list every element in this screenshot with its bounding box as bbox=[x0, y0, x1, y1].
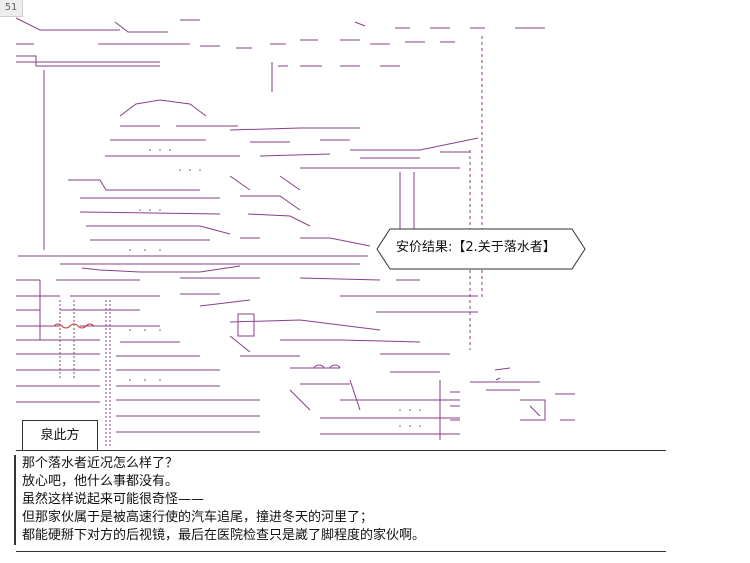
dialogue-bottom-divider bbox=[16, 551, 666, 552]
dialogue-line: 那个落水者近况怎么样了？ bbox=[14, 455, 662, 473]
speech-bubble-text: 安价结果:【2.关于落水者】 bbox=[396, 240, 556, 255]
dialogue-box: 那个落水者近况怎么样了？ 放心吧，他什么事都没有。 虽然这样说起来可能很奇怪——… bbox=[14, 455, 662, 545]
speech-bubble: 安价结果:【2.关于落水者】 bbox=[376, 228, 586, 270]
dialogue-top-divider bbox=[16, 450, 666, 451]
page-number: 51 bbox=[0, 0, 23, 17]
speaker-name-tag: 泉此方 bbox=[22, 420, 98, 451]
speech-bubble-outline bbox=[376, 228, 586, 270]
dialogue-line: 放心吧，他什么事都没有。 bbox=[14, 473, 662, 491]
dialogue-line: 虽然这样说起来可能很奇怪—— bbox=[14, 491, 662, 509]
dialogue-line: 但那家伙属于是被高速行使的汽车追尾，撞进冬天的河里了； bbox=[14, 509, 662, 527]
dialogue-line: 都能硬掰下对方的后视镜，最后在医院检查只是崴了脚程度的家伙啊。 bbox=[14, 527, 662, 545]
